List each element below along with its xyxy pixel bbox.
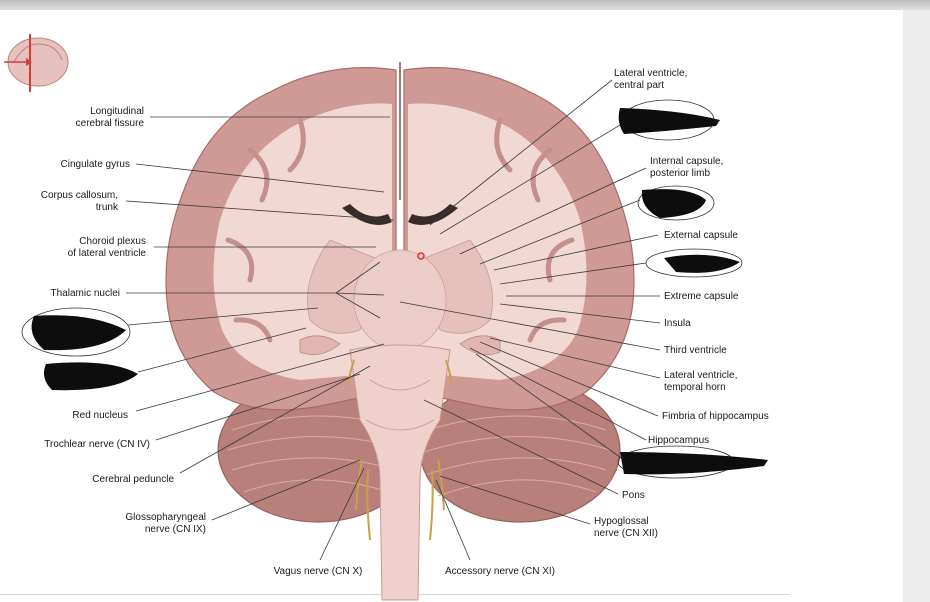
label-fimbria-hippocampus: Fimbria of hippocampus — [662, 411, 769, 422]
orientation-thumbnail-icon — [4, 34, 69, 92]
label-cerebral-peduncle: Cerebral peduncle — [92, 474, 174, 485]
label-insula: Insula — [664, 318, 691, 329]
label-internal-capsule: Internal capsule,posterior limb — [650, 156, 723, 179]
label-pons: Pons — [622, 490, 645, 501]
label-accessory-nerve: Accessory nerve (CN XI) — [445, 566, 555, 577]
label-cingulate-gyrus: Cingulate gyrus — [61, 159, 130, 170]
label-corpus-callosum: Corpus callosum,trunk — [41, 190, 119, 213]
brainstem — [349, 344, 451, 601]
scrollbar-track[interactable] — [903, 10, 930, 602]
redacted-labels — [21, 99, 768, 479]
window-top-bar — [0, 0, 930, 10]
label-vagus-nerve: Vagus nerve (CN X) — [274, 566, 363, 577]
label-third-ventricle: Third ventricle — [664, 345, 727, 356]
cranial-nerves — [347, 359, 453, 541]
label-trochlear-nerve: Trochlear nerve (CN IV) — [44, 439, 150, 450]
deep-structures — [299, 204, 501, 356]
marker-dot-icon — [417, 252, 425, 260]
leader-lines — [125, 79, 661, 561]
label-external-capsule: External capsule — [664, 230, 738, 241]
label-lateral-ventricle-central: Lateral ventricle,central part — [614, 68, 687, 91]
label-lateral-ventricle-temporal: Lateral ventricle,temporal horn — [664, 370, 737, 393]
label-thalamic-nuclei: Thalamic nuclei — [51, 288, 120, 299]
label-red-nucleus: Red nucleus — [72, 410, 128, 421]
label-hippocampus: Hippocampus — [648, 435, 709, 446]
label-extreme-capsule: Extreme capsule — [664, 291, 739, 302]
